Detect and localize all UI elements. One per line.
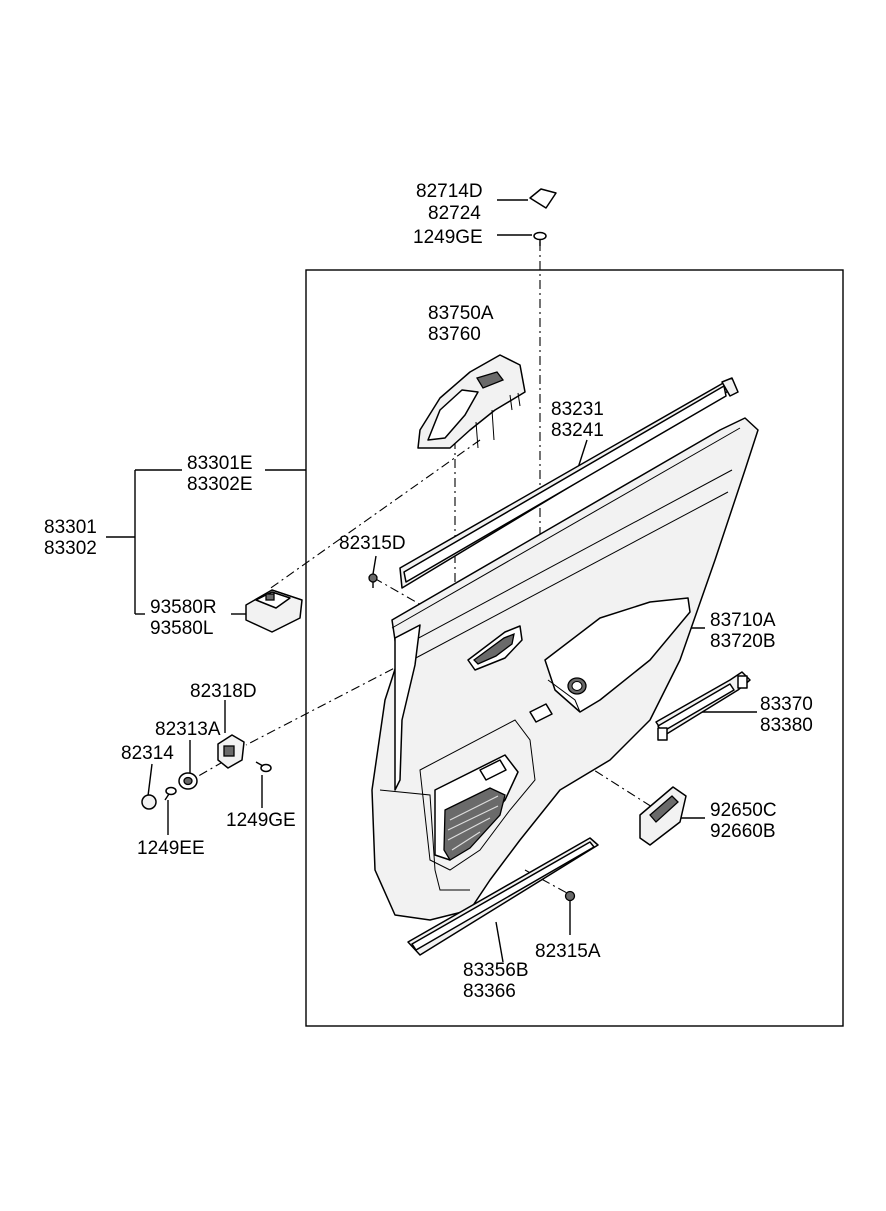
belt-weatherstrip-83231 xyxy=(399,377,739,589)
washer-82313A xyxy=(178,772,198,790)
label-83750A: 83750A xyxy=(428,303,494,324)
label-83301: 83301 xyxy=(44,517,97,538)
label-93580R: 93580R xyxy=(150,597,217,618)
power-window-switch-92650C xyxy=(639,786,687,846)
label-83231: 83231 xyxy=(551,399,604,420)
label-82315A: 82315A xyxy=(535,941,601,962)
screw-1249GE-mid xyxy=(255,761,272,773)
cap-82314 xyxy=(141,794,157,810)
assembly-frame xyxy=(305,269,844,1027)
label-82714D: 82714D xyxy=(416,181,483,202)
lower-moulding-83356B xyxy=(407,837,599,956)
label-83241: 83241 xyxy=(551,420,604,441)
window-switch-93580R xyxy=(245,589,303,633)
bracket-82318D xyxy=(217,734,245,769)
speaker-grille xyxy=(443,787,506,861)
label-1249GE-top: 1249GE xyxy=(413,227,483,248)
label-83302: 83302 xyxy=(44,538,97,559)
label-83366: 83366 xyxy=(463,981,516,1002)
armrest-83710A xyxy=(544,597,691,713)
label-83710A: 83710A xyxy=(710,610,776,631)
label-83720B: 83720B xyxy=(710,631,776,652)
screw-1249GE-top xyxy=(533,231,547,246)
label-82313A: 82313A xyxy=(155,719,221,740)
screw-1249EE xyxy=(164,786,177,801)
label-93580L: 93580L xyxy=(150,618,213,639)
label-1249GE-mid: 1249GE xyxy=(226,810,296,831)
grip-handle-83370 xyxy=(655,671,751,741)
label-83356B: 83356B xyxy=(463,960,529,981)
door-trim-panel-83301 xyxy=(371,417,759,921)
label-1249EE: 1249EE xyxy=(137,838,205,859)
cover-cap-82714D xyxy=(529,188,557,209)
label-82318D: 82318D xyxy=(190,681,257,702)
label-83302E: 83302E xyxy=(187,474,253,495)
clip-82315A xyxy=(564,890,576,902)
label-83370: 83370 xyxy=(760,694,813,715)
label-92660B: 92660B xyxy=(710,821,776,842)
label-92650C: 92650C xyxy=(710,800,777,821)
clip-82315D xyxy=(368,573,378,588)
inside-handle-83750A xyxy=(417,354,526,449)
label-82724: 82724 xyxy=(428,203,481,224)
label-82314: 82314 xyxy=(121,743,174,764)
part-labels: 82714D 82724 1249GE 83750A 83760 83231 8… xyxy=(44,181,813,1002)
label-83301E: 83301E xyxy=(187,453,253,474)
label-83380: 83380 xyxy=(760,715,813,736)
label-82315D: 82315D xyxy=(339,533,406,554)
label-83760: 83760 xyxy=(428,324,481,345)
